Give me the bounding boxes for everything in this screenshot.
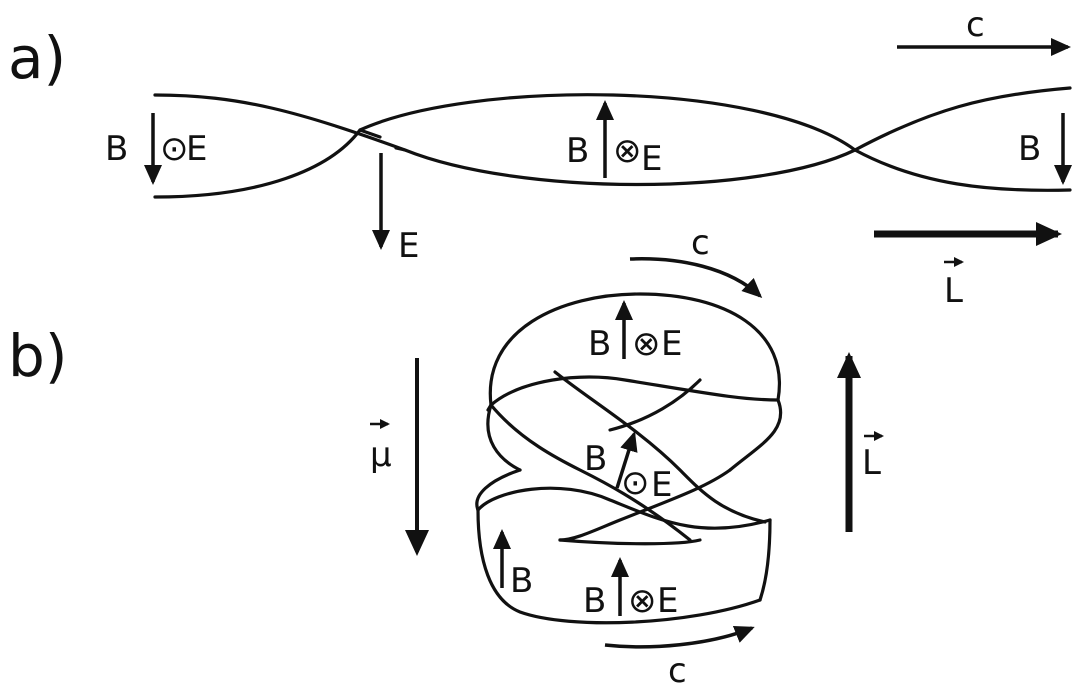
panel-a-L-label: L xyxy=(944,271,963,311)
middle-E-label: E xyxy=(641,139,662,179)
top-speed-label: c xyxy=(691,223,710,263)
top-B-label: B xyxy=(588,324,611,364)
panel-b: b) c xyxy=(8,223,882,689)
top-field-vectors: B ⊗ E xyxy=(588,303,682,364)
crossing-E-vector: E xyxy=(381,153,419,266)
bottom-side-field-vector: B xyxy=(502,532,533,601)
left-field-vectors: B ⊙ E xyxy=(105,113,207,182)
middle-ribbon-dot-symbol: ⊙ xyxy=(621,463,650,503)
top-cross-symbol: ⊗ xyxy=(632,324,661,364)
right-B-label: B xyxy=(1018,129,1041,169)
panel-a-label: a) xyxy=(8,24,66,92)
middle-B-label: B xyxy=(566,131,589,171)
panel-b-label: b) xyxy=(8,322,67,390)
left-B-label: B xyxy=(105,129,128,169)
left-E-label: E xyxy=(186,129,207,169)
panel-a-angular-momentum-arrow: L xyxy=(874,234,1058,311)
middle-cross-symbol: ⊗ xyxy=(613,131,642,171)
bottom-speed-label: c xyxy=(668,651,687,689)
right-field-vectors: B xyxy=(1018,113,1063,182)
bottom-E-label: E xyxy=(657,581,678,621)
bottom-cross-symbol: ⊗ xyxy=(628,581,657,621)
magnetic-moment-label: μ xyxy=(370,435,392,475)
bottom-speed-arrow: c xyxy=(605,628,752,689)
middle-field-vectors: B ⊗ E xyxy=(566,103,662,179)
bottom-B-label: B xyxy=(583,581,606,621)
panel-b-angular-momentum-arrow: L xyxy=(849,356,882,532)
bottom-field-vectors: B ⊗ E xyxy=(583,560,678,621)
middle-ribbon-B-label: B xyxy=(584,439,607,479)
middle-ribbon-E-label: E xyxy=(651,465,672,505)
panel-a-speed-arrow: c xyxy=(897,5,1068,47)
bottom-side-B-label: B xyxy=(510,561,533,601)
top-E-label: E xyxy=(661,324,682,364)
magnetic-moment-arrow: μ xyxy=(370,358,417,552)
panel-b-L-label: L xyxy=(862,443,881,483)
panel-a: a) c B ⊙ E B ⊗ E B xyxy=(8,5,1070,311)
left-dot-symbol: ⊙ xyxy=(160,129,189,169)
panel-a-speed-label: c xyxy=(966,5,985,45)
top-speed-arrow: c xyxy=(630,223,760,296)
crossing-E-label: E xyxy=(398,226,419,266)
